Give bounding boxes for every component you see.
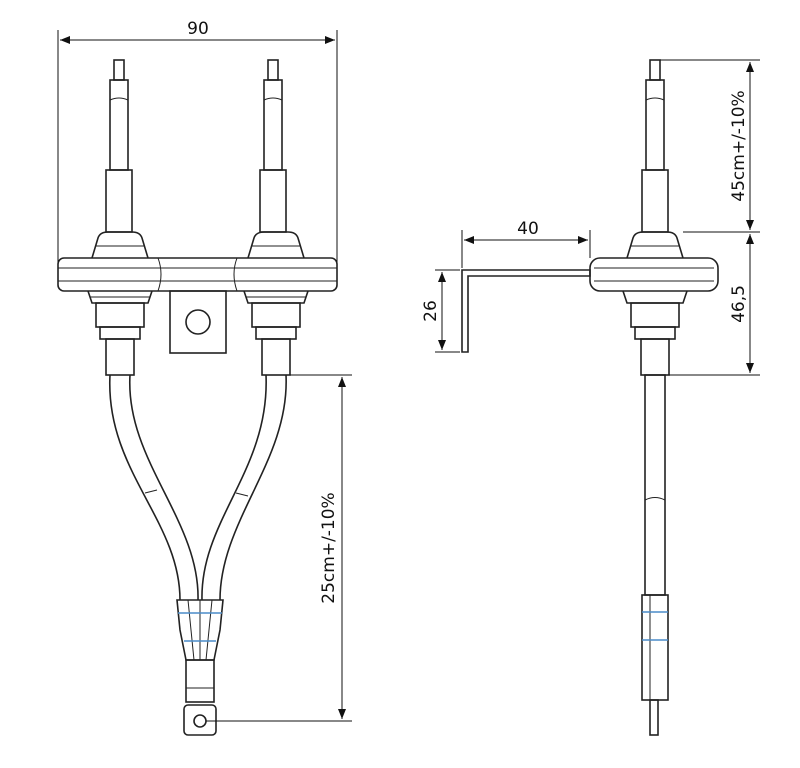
dim-lower-cable-label: 25cm+/-10% (319, 492, 339, 603)
dim-bracket-height-label: 26 (421, 300, 441, 322)
dim-body-height-label: 46,5 (729, 285, 749, 323)
mounting-bracket (169, 290, 227, 354)
lug-hole (193, 714, 207, 728)
cable-lug (183, 704, 217, 736)
side-flange (589, 257, 719, 292)
right-terminal-pin (259, 59, 287, 233)
side-sleeve (641, 594, 669, 701)
flange-bar (57, 257, 338, 292)
side-view (461, 59, 719, 736)
side-bracket (461, 269, 591, 353)
front-view (57, 59, 338, 736)
right-cap (247, 231, 305, 259)
left-cap (91, 231, 149, 259)
cables (109, 374, 287, 601)
dimensions: 90 25cm+/-10% 40 26 45cm+/-10% 46,5 (57, 19, 760, 722)
dim-bracket-length-label: 40 (517, 219, 539, 239)
side-lug (649, 699, 659, 736)
left-terminal-pin (105, 59, 133, 233)
cable-sleeve (176, 599, 224, 703)
dim-width-label: 90 (187, 19, 209, 39)
right-lower-body (243, 290, 309, 376)
side-cable (644, 374, 666, 596)
left-lower-body (87, 290, 153, 376)
mounting-hole (185, 309, 211, 335)
dim-upper-lead-label: 45cm+/-10% (729, 90, 749, 201)
